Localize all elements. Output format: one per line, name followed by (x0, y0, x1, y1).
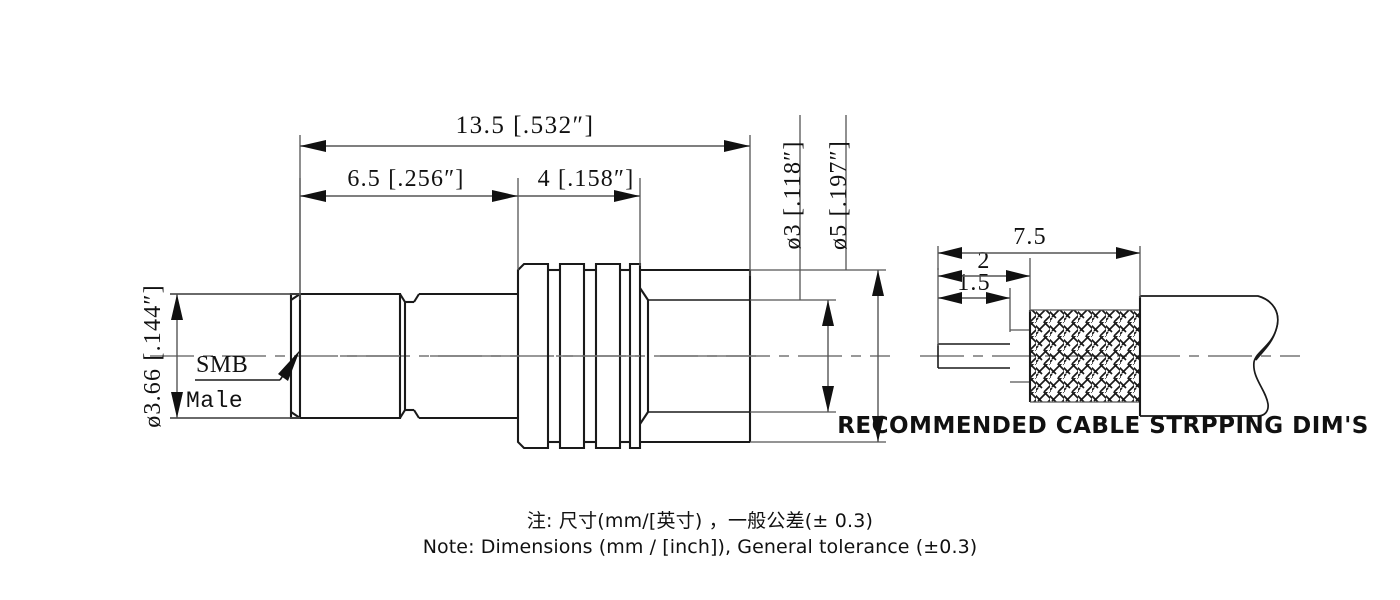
note-english: Note: Dimensions (mm / [inch]), General … (422, 536, 978, 558)
jacket-cut-hatch (1255, 295, 1279, 361)
dimension-jacket-strip: 7.5 (937, 224, 1141, 298)
dimension-outer-diameter: ø5 [.197″] (750, 115, 886, 443)
dimension-front-length-label: 6.5 [.256″] (347, 166, 464, 192)
dimension-inner-diameter: ø3 [.118″] (750, 115, 836, 413)
connector-profile (170, 262, 756, 450)
dimension-knurl-length-label: 4 [.158″] (538, 166, 635, 192)
leader-smb-male: SMB Male (186, 350, 300, 414)
dimension-knurl-length: 4 [.158″] (518, 166, 641, 266)
dimension-dielectric: 2 (938, 248, 1031, 312)
note-chinese: 注: 尺寸(mm/[英寸) ，一般公差(± 0.3) (526, 510, 874, 532)
leader-label-line2: Male (186, 388, 243, 414)
leader-label-line1: SMB (196, 352, 248, 378)
dimension-front-length: 6.5 [.256″] (299, 166, 519, 300)
cable-stripping-caption: RECOMMENDED CABLE STRPPING DIM'S (837, 413, 1369, 439)
cable-stripping-view: 1.5 2 7.5 RECOMMENDED CABLE STRPPING D (837, 224, 1369, 439)
dimension-jacket-strip-label: 7.5 (1013, 224, 1047, 250)
drawing-note: 注: 尺寸(mm/[英寸) ，一般公差(± 0.3) Note: Dimensi… (0, 508, 1400, 560)
dimension-dielectric-label: 2 (977, 248, 990, 274)
dimension-overall-length: 13.5 [.532″] (299, 112, 751, 300)
dimension-overall-length-label: 13.5 [.532″] (456, 112, 595, 139)
dimension-outer-diameter-label: ø5 [.197″] (826, 140, 852, 250)
dimension-center-conductor-label: 1.5 (957, 270, 991, 296)
cable-braid-hatch (1030, 310, 1140, 402)
dimension-front-diameter: ø3.66 [.144″] (140, 284, 300, 428)
dimension-inner-diameter-label: ø3 [.118″] (780, 140, 806, 249)
dimension-center-conductor: 1.5 (937, 268, 1011, 346)
dimension-front-diameter-label: ø3.66 [.144″] (140, 284, 166, 428)
